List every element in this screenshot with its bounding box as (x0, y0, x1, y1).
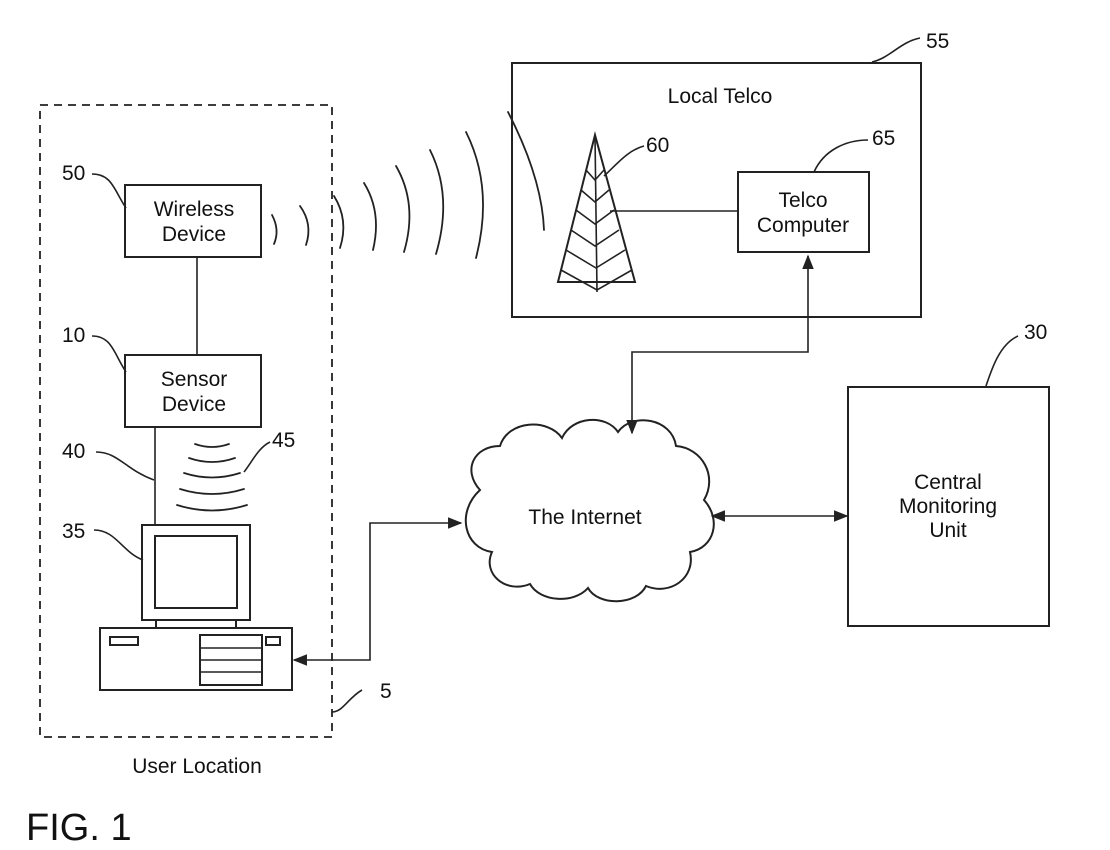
figure-label: FIG. 1 (26, 807, 132, 849)
telco-computer: Telco Computer 65 (738, 127, 895, 252)
computer-leader (94, 530, 143, 560)
long-range-radio-waves (272, 112, 544, 258)
central-monitoring-unit: Central Monitoring Unit 30 (848, 321, 1049, 626)
central-monitoring-line2: Monitoring (899, 495, 997, 518)
central-monitoring-line1: Central (914, 471, 982, 494)
user-computer: 35 (62, 520, 292, 690)
local-telco-ref: 55 (926, 30, 949, 53)
wireless-device-line1: Wireless (154, 198, 235, 221)
wireless-device: Wireless Device 50 (62, 162, 261, 257)
telco-computer-line2: Computer (757, 214, 849, 237)
sensor-cable: 40 (62, 427, 155, 525)
internet-cloud: The Internet (466, 420, 714, 601)
central-monitoring-line3: Unit (929, 519, 967, 542)
internet-label: The Internet (528, 506, 641, 529)
local-telco: Local Telco 55 (512, 30, 949, 317)
telco-computer-line1: Telco (778, 189, 827, 212)
sensor-device-line2: Device (162, 393, 226, 416)
cable-leader (96, 452, 154, 480)
sensor-device-line1: Sensor (161, 368, 228, 391)
local-telco-leader (872, 38, 920, 62)
sensor-device-ref: 10 (62, 324, 85, 347)
short-range-signal: 45 (177, 429, 295, 511)
user-location-label: User Location (132, 755, 262, 778)
central-monitoring-ref: 30 (1024, 321, 1047, 344)
wireless-device-ref: 50 (62, 162, 85, 185)
wireless-device-leader (92, 174, 126, 208)
wireless-signal-ref: 45 (272, 429, 295, 452)
user-location-ref: 5 (380, 680, 392, 703)
local-telco-label: Local Telco (668, 85, 773, 108)
computer-internet-link (294, 523, 461, 660)
telco-computer-ref: 65 (872, 127, 895, 150)
wireless-signal-leader (244, 442, 270, 472)
cable-ref: 40 (62, 440, 85, 463)
telco-computer-leader (814, 140, 868, 172)
central-monitoring-leader (986, 336, 1018, 386)
cell-tower: 60 (558, 134, 669, 292)
tower-leader (604, 146, 644, 176)
sensor-device: Sensor Device 10 (62, 324, 261, 427)
wireless-device-line2: Device (162, 223, 226, 246)
user-location-leader (332, 690, 362, 712)
computer-ref: 35 (62, 520, 85, 543)
sensor-device-leader (92, 336, 126, 372)
telco-internet-link (632, 256, 808, 433)
tower-ref: 60 (646, 134, 669, 157)
